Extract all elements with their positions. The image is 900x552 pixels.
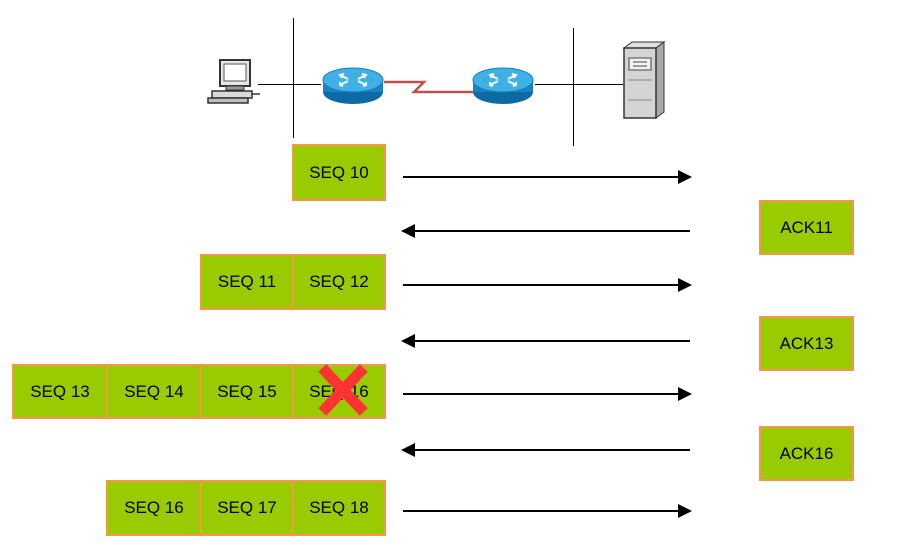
segment-box: SEQ 17 [200, 480, 294, 536]
router-to-lan-link-right [535, 84, 573, 85]
ack-box: ACK13 [759, 316, 854, 371]
ack-box: ACK11 [759, 200, 854, 255]
lost-segment-x-icon [318, 364, 368, 416]
segment-box: SEQ 16 [106, 480, 202, 536]
router-icon [472, 67, 534, 104]
server-icon [622, 41, 666, 119]
pc-icon [207, 59, 260, 104]
server-lan-line [573, 28, 574, 146]
client-lan-line [293, 18, 294, 138]
data-arrow-right [403, 278, 692, 292]
segment-box: SEQ 14 [106, 364, 202, 419]
lan-to-server-link [573, 84, 623, 85]
segment-box: SEQ 18 [292, 480, 386, 536]
ack-arrow-left [401, 224, 690, 238]
ack-arrow-left [401, 443, 690, 457]
segment-box: SEQ 12 [292, 254, 386, 310]
data-arrow-right [403, 387, 692, 401]
router-icon [322, 67, 384, 104]
ack-box: ACK16 [759, 426, 854, 481]
segment-box: SEQ 11 [200, 254, 294, 310]
segment-box: SEQ 10 [292, 144, 386, 201]
ack-arrow-left [401, 334, 690, 348]
segment-box: SEQ 13 [12, 364, 108, 419]
pc-lan-link [258, 84, 293, 85]
serial-link-icon [384, 80, 474, 94]
data-arrow-right [403, 504, 692, 518]
data-arrow-right [403, 170, 692, 184]
lan-to-router-link-left [294, 84, 321, 85]
segment-box: SEQ 15 [200, 364, 294, 419]
